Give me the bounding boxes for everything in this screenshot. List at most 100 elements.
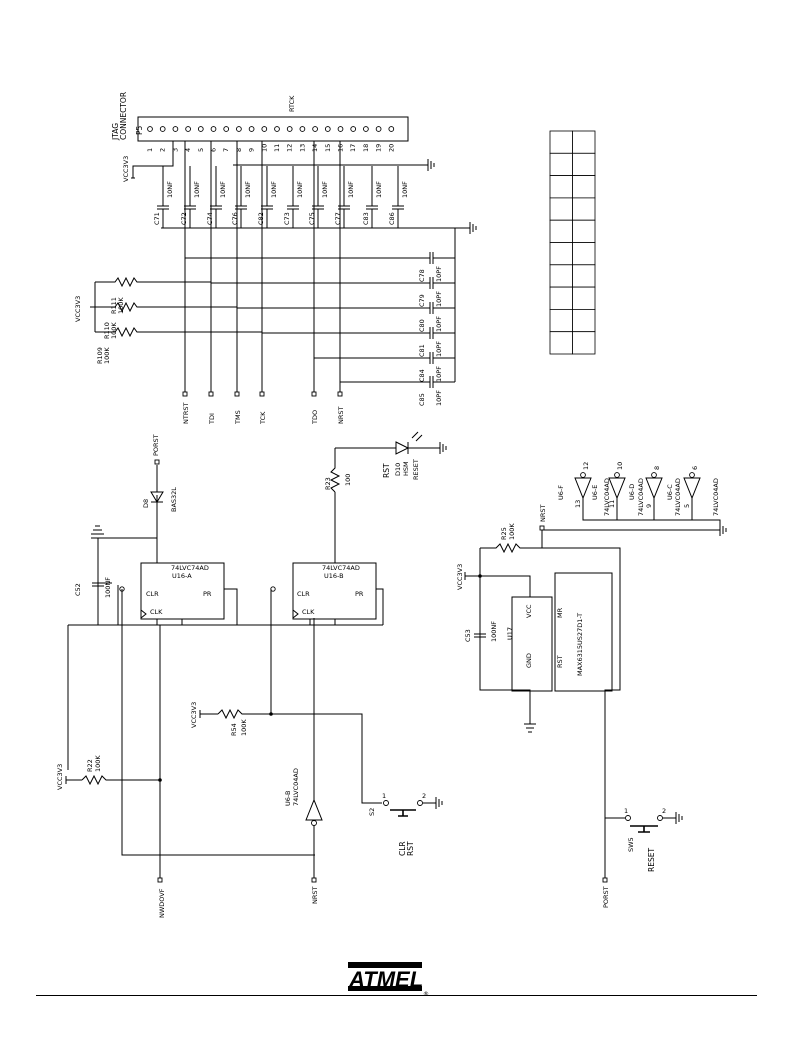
grid-cell [549,286,573,310]
nrst-net: NRST [539,504,547,522]
resistor-ref: R110 [103,322,111,339]
r23-ref: R23 [324,477,332,490]
net-label-ntrst: NTRST [182,403,190,424]
s2-pin1: 1 [382,792,386,800]
jtag-pin-1 [147,126,153,132]
net-label-tck: TCK [259,411,267,425]
jtag-pin-6 [210,126,217,132]
d8-part: BAS32L [170,487,178,512]
resistor-R110 [95,301,237,313]
flipflop-u16a: 74LVC74AD U16-A CLR CLK PR PORST D8 BAS3… [74,434,238,625]
jtag-title-2: CONNECTOR [119,92,128,140]
u17-vcc-net: VCC3V3 [456,564,464,590]
inverter-bubble [689,472,695,478]
smallcap-C84 [314,352,455,364]
r22-vcc: VCC3V3 [56,764,64,790]
smallcap-val: 10PF [435,291,443,307]
jtag-pin-5 [197,126,204,132]
smallcap-ref: C85 [418,393,426,406]
smallcap-C85 [340,376,455,388]
grid-cell [572,152,596,177]
grid-cell [572,242,596,266]
footer-rule [36,995,757,996]
cap-C71 [157,166,169,228]
u17-gnd: GND [525,653,533,668]
cap-val: 10NF [166,181,174,198]
jtag-pin-16 [337,126,344,132]
inverter-pin-out: 12 [582,462,590,470]
led-rst-label: RST [382,463,391,478]
sw5-switch[interactable] [630,825,658,833]
jtag-pin-number: 5 [197,148,205,152]
inverter-pin-in: 13 [574,500,582,508]
jtag-pin-number: 17 [349,144,357,152]
cap-val: 10NF [375,181,383,198]
resistor-val: 100K [103,347,111,364]
u16b-clk: CLK [302,608,315,616]
u16b-part: 74LVC74AD [322,564,360,572]
cap-ref: C74 [206,212,214,225]
u16b-pr: PR [355,590,364,598]
jtag-r-vcc-label: VCC3V3 [74,296,82,322]
cap-C72 [184,166,196,228]
c53-val: 100NF [490,621,498,642]
smallcap-val: 10PF [435,316,443,332]
max6315-body [554,572,613,692]
cap-ref: C83 [362,212,370,225]
cap-C76 [235,166,247,228]
jtag-ref: P5 [135,125,144,135]
inverter-ref: U6-D [628,484,636,500]
u6b-ref: U6-B [284,791,292,806]
grid-cell [549,152,573,177]
inverter-part: 74LVC04AD [603,478,611,516]
cap-ref: C76 [231,212,239,225]
flipflop-u16b: 74LVC74AD U16-B CLR CLK PR R23 100 RST D… [270,431,447,714]
atmel-logo-text: ATMEL [348,967,423,992]
jtag-pin-number: 4 [184,148,192,152]
u16a-clr: CLR [146,590,159,598]
s2-label-rst: RST [406,841,415,856]
jtag-pin-20 [388,126,395,132]
reset-ic-u17: VCC GND MR RST U17 MAX6315US27D1-T VCC3V… [456,504,720,908]
grid-cell [549,308,573,333]
grid-cell [549,130,573,154]
s2-ref: S2 [368,808,376,816]
cap-ref: C75 [308,212,316,225]
cap-val: 10NF [270,181,278,198]
r23-val: 100 [344,474,352,486]
jtag-pin-10 [261,126,268,132]
jtag-title: JTAG [111,123,120,141]
jtag-pin-7 [223,126,230,132]
jtag-pin-13 [299,126,306,132]
s2-switch[interactable] [390,809,416,817]
cap-ref: C71 [153,212,161,225]
jtag-pin-number: 6 [210,148,218,152]
net-pad-tms [234,391,240,397]
inverter-u6b: NRST U6-B 74LVC04AD [284,618,323,904]
net-label-tdo: TDO [311,410,319,425]
inverter-u6-e [608,477,626,500]
grid-cell [572,264,596,288]
cap-val: 10NF [347,181,355,198]
resistor-R111 [95,326,262,338]
porst-label: PORST [152,434,160,456]
s2-pin2: 2 [422,792,426,800]
smallcap-val: 10PF [435,266,443,282]
cap-ref: C72 [180,212,188,225]
net-pad-tdi [208,391,214,397]
sw5-pin2: 2 [662,807,666,815]
smallcap-val: 10PF [435,390,443,406]
jtag-pin-number: 3 [171,148,179,152]
inverter-pin-out: 6 [691,466,699,470]
c52-ref: C52 [74,583,82,596]
u17-rst: RST [556,655,564,668]
smallcap-val: 10PF [435,341,443,357]
u16b-ref: U16-B [324,572,344,580]
jtag-pin-number: 20 [387,144,395,152]
jtag-pin-number: 15 [324,144,332,152]
porst-bottom-label: PORST [602,886,610,908]
